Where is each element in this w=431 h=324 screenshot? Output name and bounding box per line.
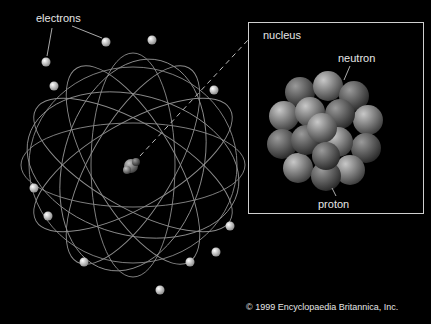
zoom-pointer	[140, 40, 248, 156]
leader-lines	[332, 66, 350, 196]
inset-box: nucleus	[248, 22, 424, 214]
part-label: neutron	[338, 52, 375, 65]
electron-orbits	[11, 43, 256, 288]
inset-title: nucleus	[249, 23, 301, 42]
copyright-note: © 1999 Encyclopaedia Britannica, Inc.	[246, 302, 398, 313]
nucleus-cluster	[267, 71, 383, 191]
electrons	[30, 36, 235, 295]
leader-lines	[47, 26, 102, 56]
part-label: electrons	[36, 12, 81, 25]
small-nucleus	[123, 158, 140, 174]
part-label: proton	[318, 198, 349, 211]
